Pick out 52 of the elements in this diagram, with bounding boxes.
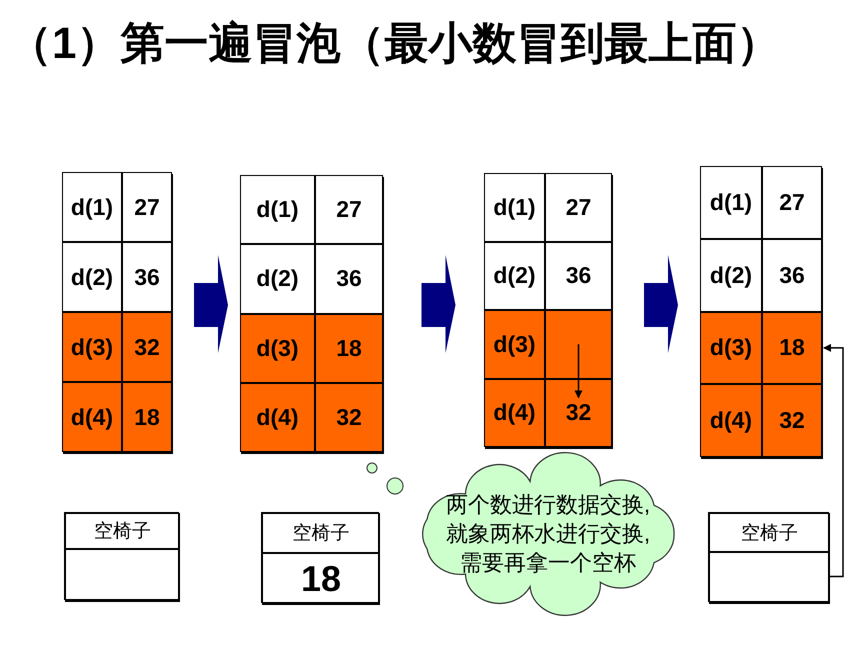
table-cell: 36 — [762, 238, 822, 312]
chair-box — [708, 512, 829, 602]
header-cell: 空椅子 — [262, 513, 380, 553]
table-cell: 36 — [122, 242, 172, 312]
table-cell: d(3) — [484, 310, 545, 378]
table-cell: d(1) — [484, 173, 545, 242]
arrow — [574, 344, 582, 398]
table-cell: d(4) — [700, 384, 762, 457]
table-cell: d(4) — [62, 382, 122, 452]
table-cell: d(4) — [240, 382, 315, 452]
value-cell: 18 — [262, 553, 380, 604]
header-cell: 空椅子 — [709, 513, 830, 552]
data-table — [484, 173, 612, 447]
table-cell: 27 — [315, 175, 383, 244]
table-cell: d(3) — [700, 312, 762, 384]
block-arrow — [422, 255, 456, 353]
value-cell — [709, 552, 830, 603]
title: （1）第一遍冒泡（最小数冒到最上面） — [8, 18, 780, 70]
table-cell: d(2) — [484, 242, 545, 310]
table-cell: 27 — [762, 166, 822, 239]
table-cell: 18 — [315, 314, 383, 383]
data-table — [700, 166, 822, 457]
table-cell: 32 — [545, 378, 612, 447]
table-cell: d(1) — [700, 166, 762, 239]
callout-text: 两个数进行数据交换,就象两杯水进行交换,需要再拿一个空杯 — [444, 491, 652, 577]
value-cell — [65, 549, 180, 601]
table-cell: 32 — [315, 382, 383, 452]
arrow — [823, 344, 844, 578]
table-cell — [545, 310, 612, 378]
block-arrow — [194, 255, 228, 353]
table-cell: d(2) — [700, 238, 762, 312]
table-cell: 27 — [122, 172, 172, 242]
header-cell: 空椅子 — [65, 513, 180, 549]
table-cell: d(1) — [240, 175, 315, 244]
table-cell: d(3) — [240, 314, 315, 383]
table-cell: 18 — [762, 312, 822, 384]
table-cell: 27 — [545, 173, 612, 242]
table-cell: d(2) — [62, 242, 122, 312]
chair-box — [64, 512, 179, 600]
table-cell: 32 — [122, 312, 172, 382]
chair-box — [261, 512, 379, 603]
data-table — [62, 172, 172, 452]
table-cell: 36 — [315, 244, 383, 314]
block-arrow — [644, 255, 678, 353]
table-cell: 18 — [122, 382, 172, 452]
table-cell: d(3) — [62, 312, 122, 382]
table-cell: 32 — [762, 384, 822, 457]
table-cell: d(1) — [62, 172, 122, 242]
table-cell: 36 — [545, 242, 612, 310]
table-cell: d(4) — [484, 378, 545, 447]
table-cell: d(2) — [240, 244, 315, 314]
data-table — [240, 175, 383, 452]
